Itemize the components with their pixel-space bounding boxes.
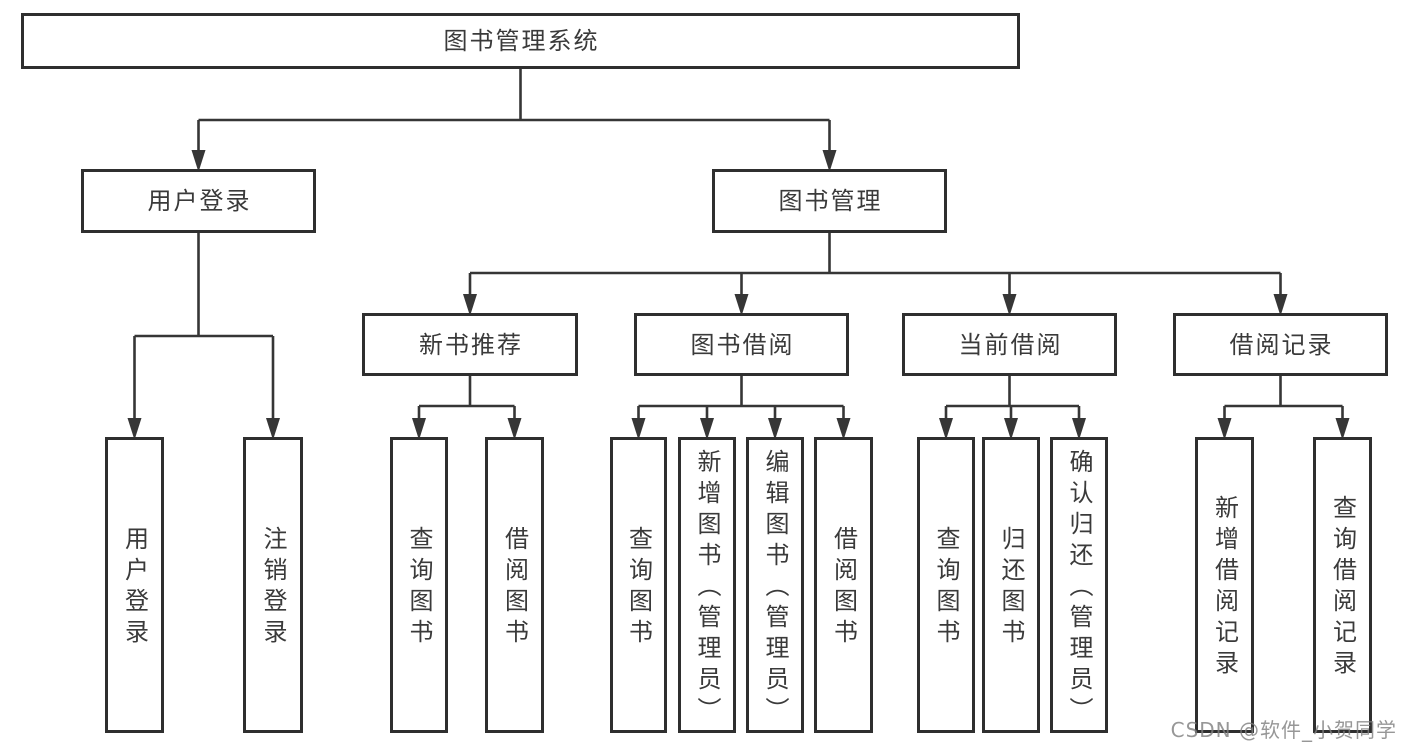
node-borrow-books-1: 借阅图书: [485, 437, 544, 733]
arrowhead-into-confirm-return-admin: [1072, 418, 1086, 440]
node-query-books-2: 查询图书: [610, 437, 667, 733]
node-add-borrow-record: 新增借阅记录: [1195, 437, 1254, 733]
arrowhead-into-return-books: [1004, 418, 1018, 440]
node-user-login: 用户登录: [81, 169, 316, 233]
edge-current-borrowing: [944, 376, 1081, 419]
node-borrowing-records: 借阅记录: [1173, 313, 1388, 376]
node-label-query-books-1: 查询图书: [405, 526, 433, 650]
node-label-book-borrowing: 图书借阅: [690, 330, 795, 359]
node-label-add-borrow-record: 新增借阅记录: [1210, 495, 1239, 681]
node-label-return-books: 归还图书: [997, 526, 1025, 650]
node-label-query-books-2: 查询图书: [624, 526, 653, 650]
node-label-edit-books-admin: 编辑图书（管理员）: [761, 448, 789, 728]
edge-book-borrowing: [637, 376, 845, 419]
node-label-borrow-books-2: 借阅图书: [829, 526, 858, 650]
node-current-borrowing: 当前借阅: [902, 313, 1117, 376]
arrowhead-into-edit-books-admin: [768, 418, 782, 440]
node-label-new-book-recommend: 新书推荐: [419, 330, 523, 359]
node-label-borrow-books-1: 借阅图书: [500, 526, 529, 650]
node-root: 图书管理系统: [21, 13, 1020, 69]
node-label-query-borrow-record: 查询借阅记录: [1328, 495, 1357, 681]
edge-new-book-recommend: [417, 376, 516, 419]
arrowhead-into-borrow-books-1: [507, 418, 522, 440]
node-query-books-3: 查询图书: [917, 437, 975, 733]
node-user-login-leaf: 用户登录: [105, 437, 164, 733]
node-confirm-return-admin: 确认归还（管理员）: [1050, 437, 1108, 733]
node-query-borrow-record: 查询借阅记录: [1313, 437, 1372, 733]
node-label-confirm-return-admin: 确认归还（管理员）: [1065, 448, 1093, 728]
arrowhead-into-new-book-recommend: [463, 294, 477, 316]
edge-user-login: [133, 233, 275, 419]
arrowhead-into-query-books-2: [631, 418, 646, 440]
arrowhead-into-book-borrowing: [734, 294, 749, 316]
edge-borrowing-records: [1223, 376, 1344, 419]
edge-book-management: [468, 233, 1282, 295]
node-book-management: 图书管理: [712, 169, 947, 233]
arrowhead-into-borrow-books-2: [836, 418, 851, 440]
node-label-query-books-3: 查询图书: [932, 526, 960, 650]
arrowhead-into-current-borrowing: [1002, 294, 1017, 316]
node-borrow-books-2: 借阅图书: [814, 437, 873, 733]
node-label-user-login-leaf: 用户登录: [120, 526, 149, 650]
arrowhead-into-user-login: [191, 150, 206, 172]
edge-root: [197, 69, 831, 151]
node-label-book-management: 图书管理: [778, 187, 883, 215]
node-label-user-login: 用户登录: [147, 187, 252, 215]
arrowhead-into-borrowing-records: [1273, 294, 1288, 316]
arrowhead-into-book-management: [822, 150, 837, 172]
node-return-books: 归还图书: [982, 437, 1040, 733]
node-label-logout-leaf: 注销登录: [259, 526, 287, 650]
node-label-current-borrowing: 当前借阅: [958, 330, 1063, 359]
node-label-root: 图书管理系统: [443, 27, 600, 55]
node-query-books-1: 查询图书: [390, 437, 448, 733]
arrowhead-into-logout-leaf: [266, 418, 280, 440]
node-label-borrowing-records: 借阅记录: [1229, 330, 1334, 359]
node-add-books-admin: 新增图书（管理员）: [678, 437, 736, 733]
arrowhead-into-query-books-1: [412, 418, 426, 440]
node-edit-books-admin: 编辑图书（管理员）: [746, 437, 804, 733]
arrowhead-into-user-login-leaf: [127, 418, 142, 440]
arrowhead-into-query-books-3: [939, 418, 953, 440]
node-new-book-recommend: 新书推荐: [362, 313, 578, 376]
arrowhead-into-add-borrow-record: [1217, 418, 1232, 440]
node-book-borrowing: 图书借阅: [634, 313, 849, 376]
csdn-watermark: CSDN @软件_小贺同学: [1170, 718, 1397, 742]
node-label-add-books-admin: 新增图书（管理员）: [693, 448, 721, 728]
arrowhead-into-query-borrow-record: [1335, 418, 1350, 440]
arrowhead-into-add-books-admin: [700, 418, 714, 440]
node-logout-leaf: 注销登录: [243, 437, 303, 733]
